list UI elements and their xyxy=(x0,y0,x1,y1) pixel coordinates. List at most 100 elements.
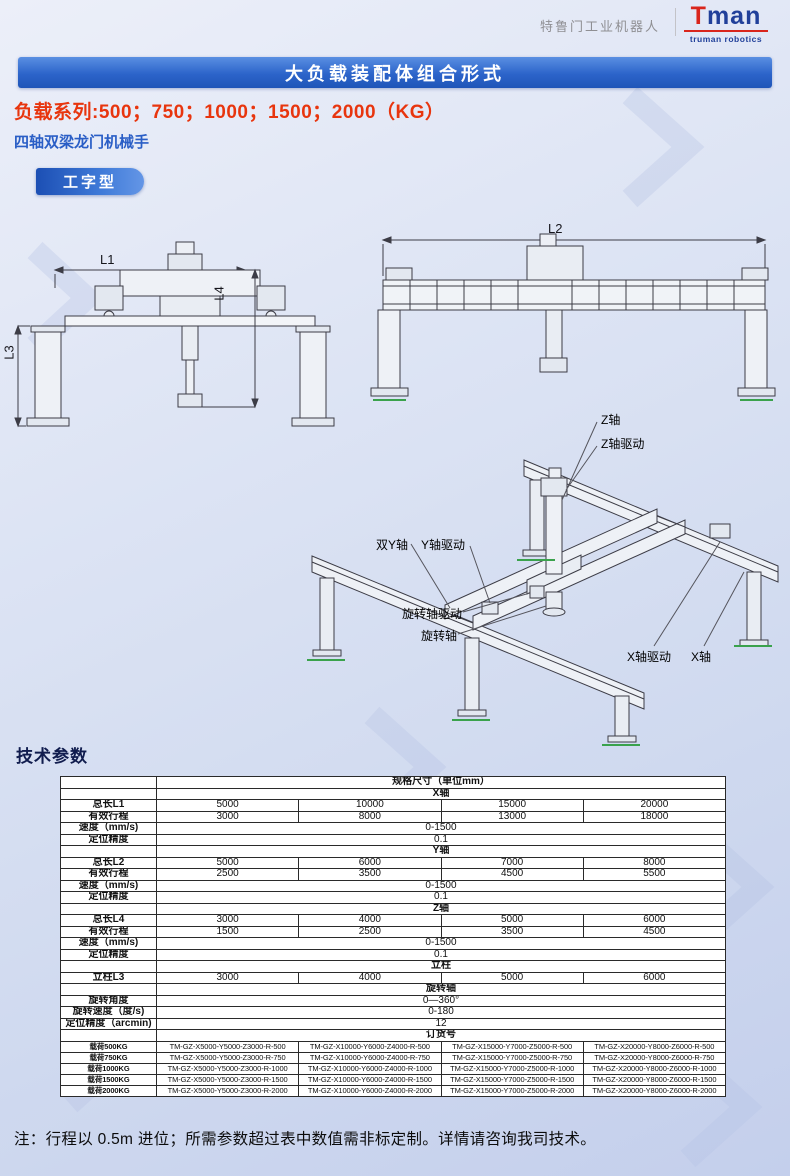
spec-value: TM-GZ-X5000-Y5000-Z3000-R-500 xyxy=(155,1040,300,1053)
spec-value: 6000 xyxy=(582,914,727,927)
empty-label-cell xyxy=(60,983,157,996)
spec-value: 0.1 xyxy=(156,948,726,961)
callout-z-axis-drive: Z轴驱动 xyxy=(601,437,645,451)
empty-label-cell xyxy=(60,902,157,915)
side-view-geometry xyxy=(370,233,776,401)
spec-value: 10000 xyxy=(298,799,442,812)
section-heading-params: 技术参数 xyxy=(16,747,88,766)
spec-value: TM-GZ-X10000-Y6000-Z4000-R-500 xyxy=(298,1040,442,1053)
empty-label-cell xyxy=(60,960,157,973)
section-header-row: Z轴 xyxy=(60,902,726,915)
spec-value: 0.1 xyxy=(156,833,726,846)
spec-value: TM-GZ-X20000-Y8000-Z6000-R-500 xyxy=(582,1040,727,1053)
spec-value: 4500 xyxy=(582,925,727,938)
section-name: 立柱 xyxy=(156,960,726,973)
type-tab-i-shape[interactable]: 工字型 xyxy=(36,168,144,195)
logo-underline xyxy=(684,30,768,33)
row-label: 定位精度 xyxy=(60,948,157,961)
spec-value: 20000 xyxy=(582,799,727,812)
spec-value: 2500 xyxy=(298,925,442,938)
spec-value: 6000 xyxy=(582,971,727,984)
product-subtitle: 四轴双梁龙门机械手 xyxy=(14,134,150,151)
table-row: 旋转速度（度/s)0-180 xyxy=(60,1006,726,1019)
spec-value: 3500 xyxy=(298,868,442,881)
table-row: 定位精度（arcmin)12 xyxy=(60,1017,726,1030)
spec-value: 7000 xyxy=(440,856,584,869)
spec-value: TM-GZ-X5000-Y5000-Z3000-R-750 xyxy=(155,1051,300,1064)
spec-value: TM-GZ-X5000-Y5000-Z3000-R-1500 xyxy=(155,1073,300,1086)
spec-value: 3000 xyxy=(155,810,300,823)
row-label: 有效行程 xyxy=(60,925,157,938)
row-label: 立柱L3 xyxy=(60,971,157,984)
row-label: 速度（mm/s) xyxy=(60,879,157,892)
section-name: 旋转轴 xyxy=(156,983,726,996)
isometric-drawing xyxy=(307,421,779,746)
spec-value: 2500 xyxy=(155,868,300,881)
spec-value: 0-1500 xyxy=(156,879,726,892)
spec-value: 6000 xyxy=(298,856,442,869)
isometric-geometry xyxy=(307,421,779,746)
section-header-row: 立柱 xyxy=(60,960,726,973)
dim-label-l3: L3 xyxy=(1,345,17,360)
type-tab-label: 工字型 xyxy=(62,174,117,191)
logo-wordmark: Tman xyxy=(690,2,762,30)
spec-value: 1500 xyxy=(155,925,300,938)
spec-value: TM-GZ-X5000-Y5000-Z3000-R-2000 xyxy=(155,1084,300,1097)
table-row: 速度（mm/s)0-1500 xyxy=(60,879,726,892)
spec-value: TM-GZ-X10000-Y6000-Z4000-R-750 xyxy=(298,1051,442,1064)
company-name: 特鲁门工业机器人 xyxy=(539,19,660,34)
section-name: Z轴 xyxy=(156,902,726,915)
row-label: 旋转速度（度/s) xyxy=(60,1006,157,1019)
section-name: Y轴 xyxy=(156,845,726,858)
table-row: 速度（mm/s)0-1500 xyxy=(60,937,726,950)
table-row: 速度（mm/s)0-1500 xyxy=(60,822,726,835)
spec-value: TM-GZ-X15000-Y7000-Z5000-R-750 xyxy=(440,1051,584,1064)
row-label: 有效行程 xyxy=(60,810,157,823)
spec-value: 5000 xyxy=(155,856,300,869)
dim-label-l4: L4 xyxy=(211,286,227,301)
callout-rotary-axis: 旋转轴 xyxy=(421,629,458,643)
spec-value: 0-1500 xyxy=(156,937,726,950)
spec-value: 0-1500 xyxy=(156,822,726,835)
row-label: 总长L1 xyxy=(60,799,157,812)
row-label: 旋转角度 xyxy=(60,994,157,1007)
empty-corner-cell xyxy=(60,776,157,789)
spec-value: TM-GZ-X10000-Y6000-Z4000-R-1500 xyxy=(298,1073,442,1086)
callout-x-axis: X轴 xyxy=(691,650,712,664)
dim-label-l2: L2 xyxy=(548,221,563,236)
section-header-row: 订货号 xyxy=(60,1029,726,1042)
spec-value: 3000 xyxy=(155,914,300,927)
section-name: 订货号 xyxy=(156,1029,726,1042)
side-view-drawing xyxy=(370,233,776,401)
callout-double-y-axis: 双Y轴 xyxy=(376,538,409,552)
empty-label-cell xyxy=(60,845,157,858)
spec-value: 4500 xyxy=(440,868,584,881)
spec-value: 0—360° xyxy=(156,994,726,1007)
spec-value: 13000 xyxy=(440,810,584,823)
row-label: 载荷750KG xyxy=(60,1051,157,1064)
page-title: 大负载装配体组合形式 xyxy=(285,63,505,84)
spec-value: 8000 xyxy=(582,856,727,869)
spec-value: TM-GZ-X10000-Y6000-Z4000-R-1000 xyxy=(298,1062,442,1075)
section-header-row: 旋转轴 xyxy=(60,983,726,996)
row-label: 定位精度 xyxy=(60,891,157,904)
title-banner: 大负载装配体组合形式 xyxy=(18,57,772,88)
spec-value: TM-GZ-X20000-Y8000-Z6000-R-2000 xyxy=(582,1084,727,1097)
spec-value: 5000 xyxy=(440,971,584,984)
row-label: 定位精度（arcmin) xyxy=(60,1017,157,1030)
spec-value: TM-GZ-X15000-Y7000-Z5000-R-1000 xyxy=(440,1062,584,1075)
row-label: 定位精度 xyxy=(60,833,157,846)
spec-value: 4000 xyxy=(298,971,442,984)
spec-value: 5000 xyxy=(440,914,584,927)
